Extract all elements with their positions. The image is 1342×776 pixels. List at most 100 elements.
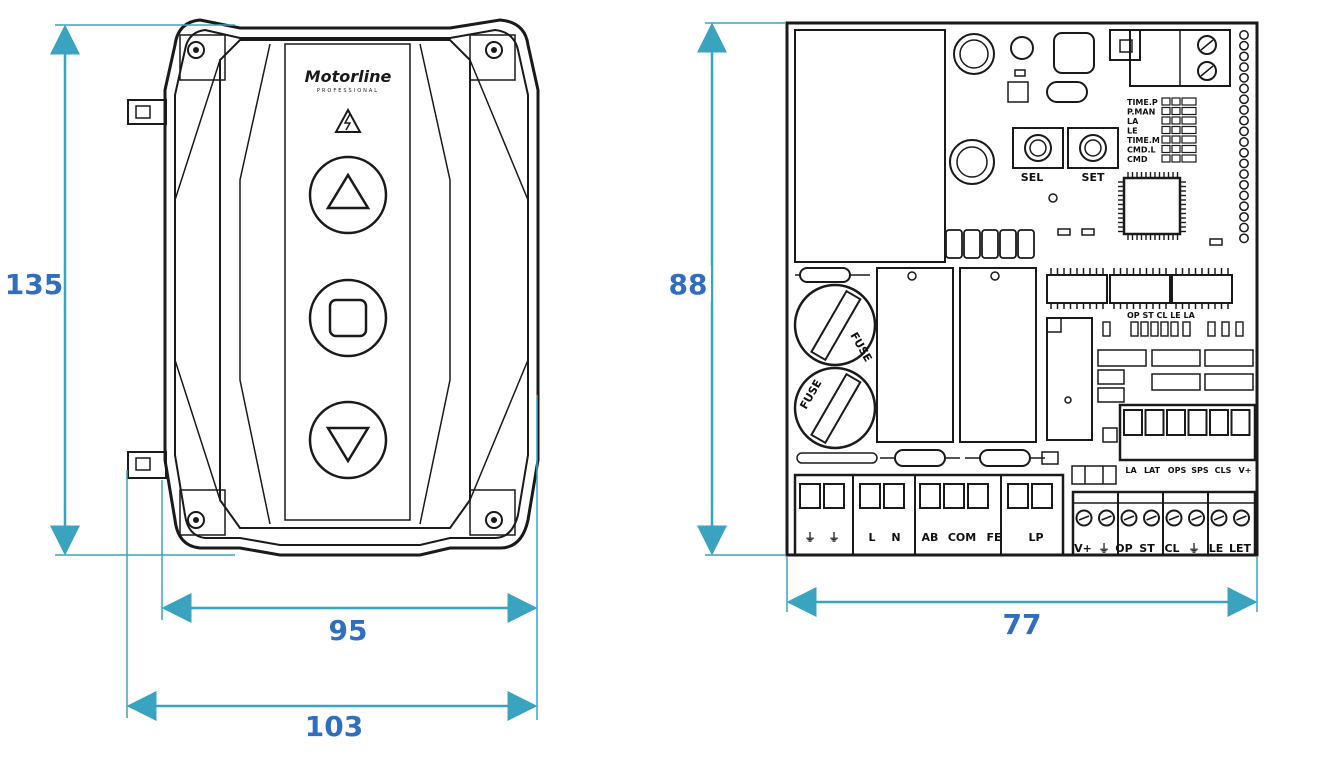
header-pin xyxy=(1239,94,1249,105)
dip-pad xyxy=(1171,154,1181,163)
dimension-outer-width-label: 103 xyxy=(305,710,363,743)
dimension-board-width-label: 77 xyxy=(1003,608,1042,641)
terminal-slot xyxy=(967,483,989,509)
fuse-holder-2: FUSE xyxy=(793,366,877,450)
set-label: SET xyxy=(1082,171,1105,184)
dip-pad xyxy=(1171,135,1181,144)
dimension-board-height-label: 88 xyxy=(669,268,708,301)
header-pin xyxy=(1239,190,1249,201)
header-pin xyxy=(1239,147,1249,158)
fuse-label: FUSE xyxy=(847,330,874,364)
dimension-inner-width-label: 95 xyxy=(329,614,368,647)
status-led xyxy=(1130,321,1139,337)
screw-icon xyxy=(485,41,503,59)
header-pin xyxy=(1239,137,1249,147)
status-led xyxy=(1150,321,1159,337)
bottom-terminal-label: ⏚ xyxy=(1099,542,1110,555)
dip-pad xyxy=(1161,125,1171,135)
brand-logo: Motorline xyxy=(305,67,392,86)
terminal-slot xyxy=(859,483,881,509)
header-pin xyxy=(1239,211,1249,222)
dip-pad xyxy=(1181,106,1197,116)
fuse-holder-1: FUSE xyxy=(793,283,877,367)
top-terminal-label: V+ xyxy=(1239,466,1252,475)
high-voltage-warning-icon xyxy=(334,107,362,133)
terminal-slot xyxy=(1187,409,1208,436)
sel-button[interactable] xyxy=(1012,127,1064,169)
dip-pad xyxy=(1171,144,1181,154)
screw-terminal-icon xyxy=(1233,509,1250,527)
terminal-slot xyxy=(1144,409,1165,436)
bottom-terminal-label: FE xyxy=(986,531,1001,544)
header-pin xyxy=(1239,158,1249,169)
dip-pad xyxy=(1181,144,1197,154)
terminal-slot xyxy=(823,483,845,509)
status-led xyxy=(1140,321,1149,337)
screw-terminal-icon xyxy=(1098,509,1115,527)
menu-label: CMD.L xyxy=(1127,146,1156,155)
screw-terminal-icon xyxy=(1120,509,1138,527)
fuse-label: FUSE xyxy=(797,377,824,411)
resistor xyxy=(1017,229,1035,259)
dip-chip xyxy=(1109,274,1171,304)
arrow-up-icon xyxy=(325,172,371,210)
status-led xyxy=(1102,321,1111,337)
screw-terminal-icon xyxy=(1075,509,1093,527)
header-pin xyxy=(1239,62,1249,73)
menu-label: CMD xyxy=(1127,155,1148,164)
menu-label: TIME.M xyxy=(1127,136,1160,145)
menu-label: LA xyxy=(1127,117,1139,126)
top-terminal-label: LA xyxy=(1125,466,1137,475)
screw-terminal-icon xyxy=(1188,509,1205,527)
terminal-slot xyxy=(1209,409,1229,436)
status-led xyxy=(1170,321,1179,337)
terminal-slot xyxy=(1230,409,1251,436)
dip-pad xyxy=(1171,125,1181,135)
bottom-terminal-label: LE xyxy=(1209,542,1224,555)
dip-pad xyxy=(1161,116,1171,125)
header-pin xyxy=(1239,51,1249,62)
menu-label: TIME.P xyxy=(1127,98,1158,107)
status-led xyxy=(1221,321,1230,337)
terminal-slot xyxy=(1123,409,1143,436)
header-pin xyxy=(1239,201,1249,212)
header-pin xyxy=(1239,72,1249,83)
dip-pad xyxy=(1161,135,1171,144)
set-button[interactable] xyxy=(1067,127,1119,169)
top-terminal-label: OPS xyxy=(1168,466,1187,475)
arrow-down-icon xyxy=(325,426,371,464)
dip-pad xyxy=(1161,154,1171,163)
brand-subtitle: PROFESSIONAL xyxy=(317,88,379,94)
terminal-slot xyxy=(1031,483,1053,509)
down-button[interactable] xyxy=(308,400,388,480)
up-button[interactable] xyxy=(308,155,388,235)
bottom-terminal-label: CL xyxy=(1164,542,1179,555)
dip-pad xyxy=(1171,97,1181,106)
dip-pad xyxy=(1161,97,1171,106)
dip-chip xyxy=(1046,274,1108,304)
enclosure-dimensions: 135 95 103 xyxy=(2,24,538,743)
bottom-terminal-label: LP xyxy=(1028,531,1043,544)
resistor xyxy=(945,229,963,259)
dip-pad xyxy=(1171,106,1181,116)
header-pin xyxy=(1239,126,1249,137)
terminal-slot xyxy=(1007,483,1029,509)
stop-button[interactable] xyxy=(308,278,388,358)
stop-square-icon xyxy=(328,298,368,338)
resistor xyxy=(963,229,981,259)
header-pin xyxy=(1239,179,1249,190)
bottom-terminal-label: ⏚ xyxy=(1189,542,1200,555)
hinge-top xyxy=(127,99,167,125)
bottom-terminal-label: OP xyxy=(1115,542,1132,555)
menu-label: LE xyxy=(1127,127,1138,136)
dip-pad xyxy=(1181,125,1197,135)
sel-label: SEL xyxy=(1021,171,1043,184)
top-terminal-block xyxy=(1118,403,1257,462)
dip-pad xyxy=(1181,154,1197,163)
screw-icon xyxy=(187,511,205,529)
bottom-terminal-label: LET xyxy=(1229,542,1252,555)
dip-pad xyxy=(1181,97,1197,106)
terminal-slot xyxy=(919,483,941,509)
bottom-terminal-label: V+ xyxy=(1074,542,1092,555)
